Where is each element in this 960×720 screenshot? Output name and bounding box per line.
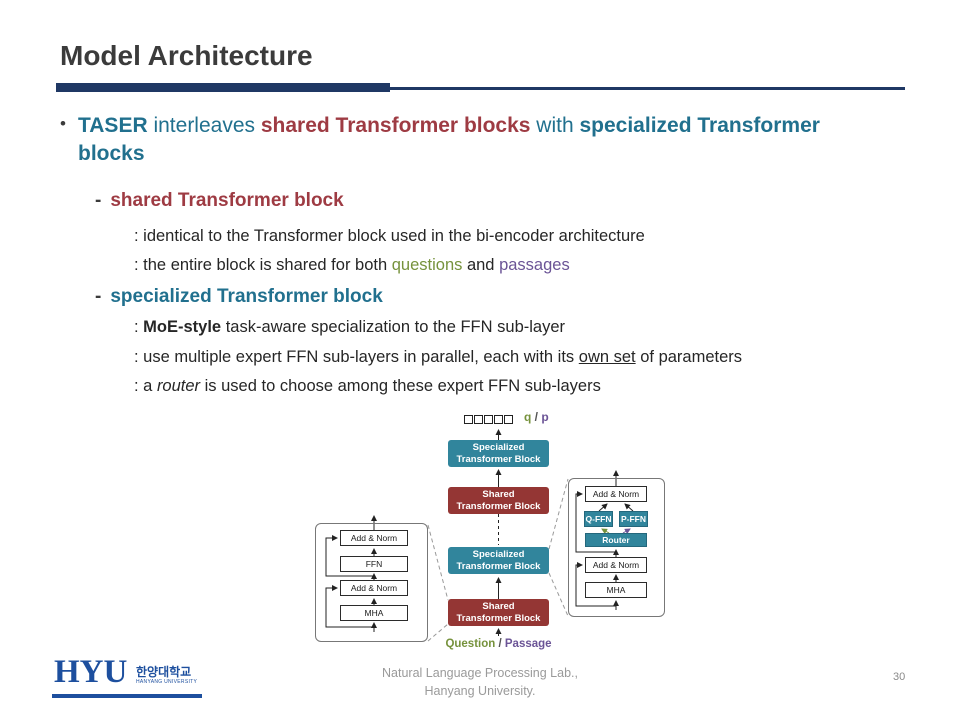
own-set-text: own set xyxy=(578,348,636,366)
add-norm-box: Add & Norm xyxy=(340,580,408,596)
block-label-line2: Transformer Block xyxy=(456,560,541,572)
token-cell xyxy=(494,415,503,424)
shared-line2-prefix: : the entire block is shared for both xyxy=(134,256,392,274)
block-label-line1: Shared xyxy=(482,489,515,501)
add-norm-box: Add & Norm xyxy=(340,530,408,546)
dash-marker: - xyxy=(95,190,102,211)
q-ffn-box: Q-FFN xyxy=(584,511,613,527)
hyu-logo-text: HYU xyxy=(54,654,128,690)
spec-line1-colon: : xyxy=(134,318,144,336)
specialized-block-line-1: : MoE-style task-aware specialization to… xyxy=(134,318,565,337)
footer-line-1: Natural Language Processing Lab., xyxy=(382,666,578,680)
specialized-block-heading: -specialized Transformer block xyxy=(95,286,383,308)
moe-style-text: MoE-style xyxy=(143,318,222,336)
footer-line-2: Hanyang University. xyxy=(424,684,536,699)
token-cell xyxy=(464,415,473,424)
block-label-line1: Specialized xyxy=(472,442,525,454)
taser-text: TASER xyxy=(78,114,148,137)
spec-line1-rest: task-aware specialization to the FFN sub… xyxy=(221,318,565,336)
output-token-cells xyxy=(464,415,514,424)
questions-text: questions xyxy=(391,256,463,274)
block-label-line1: Specialized xyxy=(472,549,525,561)
specialized-block-line-2: : use multiple expert FFN sub-layers in … xyxy=(134,348,742,367)
interleaves-text: interleaves xyxy=(147,114,261,137)
ffn-box: FFN xyxy=(340,556,408,572)
add-norm-box: Add & Norm xyxy=(585,557,647,573)
block-label-line2: Transformer Block xyxy=(456,500,541,512)
add-norm-box: Add & Norm xyxy=(585,486,647,502)
block-label-line2: Transformer Block xyxy=(456,453,541,465)
block-label-line1: Shared xyxy=(482,601,515,613)
hyu-english-name: HANYANG UNIVERSITY xyxy=(136,679,198,685)
shared-block-line-1: : identical to the Transformer block use… xyxy=(134,227,645,245)
shared-block-heading-text: shared Transformer block xyxy=(110,190,344,211)
spec-line3-prefix: : a xyxy=(134,377,157,395)
qp-separator: / xyxy=(531,410,542,424)
mha-box: MHA xyxy=(340,605,408,621)
shared-block-heading: -shared Transformer block xyxy=(95,190,344,212)
hyu-korean-name: 한양대학교 xyxy=(136,665,192,679)
zoom-callout-lines xyxy=(427,478,569,642)
mha-box: MHA xyxy=(585,582,647,598)
shared-block-line-2: : the entire block is shared for both qu… xyxy=(134,256,570,275)
bullet-marker: • xyxy=(60,114,66,133)
p-ffn-box: P-FFN xyxy=(619,511,648,527)
question-passage-input-label: Question / Passage xyxy=(418,638,579,650)
spec-line2-prefix: : use multiple expert FFN sub-layers in … xyxy=(134,348,579,366)
specialized-detail-arrows xyxy=(575,470,634,610)
specialized-transformer-block-top: Specialized Transformer Block xyxy=(448,440,549,467)
token-cell xyxy=(484,415,493,424)
router-box: Router xyxy=(585,533,647,547)
qp-output-label: q / p xyxy=(524,410,549,424)
p-label: p xyxy=(541,410,549,424)
with-text: with xyxy=(530,114,580,137)
page-title: Model Architecture xyxy=(60,40,313,71)
spec-line2-rest: of parameters xyxy=(635,348,743,366)
shared-transformer-block-bottom: Shared Transformer Block xyxy=(448,599,549,626)
spec-line3-rest: is used to choose among these expert FFN… xyxy=(200,377,601,395)
passage-label: Passage xyxy=(504,638,552,650)
logo-underline-bar xyxy=(52,694,202,698)
page-number: 30 xyxy=(893,671,906,683)
io-separator: / xyxy=(495,638,505,650)
question-label: Question xyxy=(445,638,496,650)
hyu-logo: HYU 한양대학교 HANYANG UNIVERSITY xyxy=(52,656,202,700)
shared-blocks-text: shared Transformer blocks xyxy=(260,114,531,137)
shared-block-detail-box xyxy=(315,523,428,642)
shared-transformer-block-upper: Shared Transformer Block xyxy=(448,487,549,514)
q-label: q xyxy=(524,410,532,424)
footer-lab-name: Natural Language Processing Lab., Hanyan… xyxy=(330,664,630,700)
specialized-block-line-3: : a router is used to choose among these… xyxy=(134,377,601,396)
specialized-blocks-text: specialized Transformer blocks xyxy=(78,114,820,166)
title-rule-accent xyxy=(56,83,390,92)
specialized-block-heading-text: specialized Transformer block xyxy=(110,286,383,307)
token-cell xyxy=(474,415,483,424)
token-cell xyxy=(504,415,513,424)
passages-text: passages xyxy=(499,256,570,274)
shared-line2-and: and xyxy=(462,256,500,274)
dash-marker: - xyxy=(95,286,102,307)
specialized-transformer-block-lower: Specialized Transformer Block xyxy=(448,547,549,574)
block-label-line2: Transformer Block xyxy=(456,612,541,624)
title-rule xyxy=(56,87,905,90)
specialized-block-detail-box xyxy=(568,478,665,617)
architecture-diagram: q / p Specialized Transformer Block Shar… xyxy=(300,410,680,668)
main-bullet: • TASER interleaves shared Transformer bl… xyxy=(60,112,838,169)
router-text: router xyxy=(156,377,201,395)
